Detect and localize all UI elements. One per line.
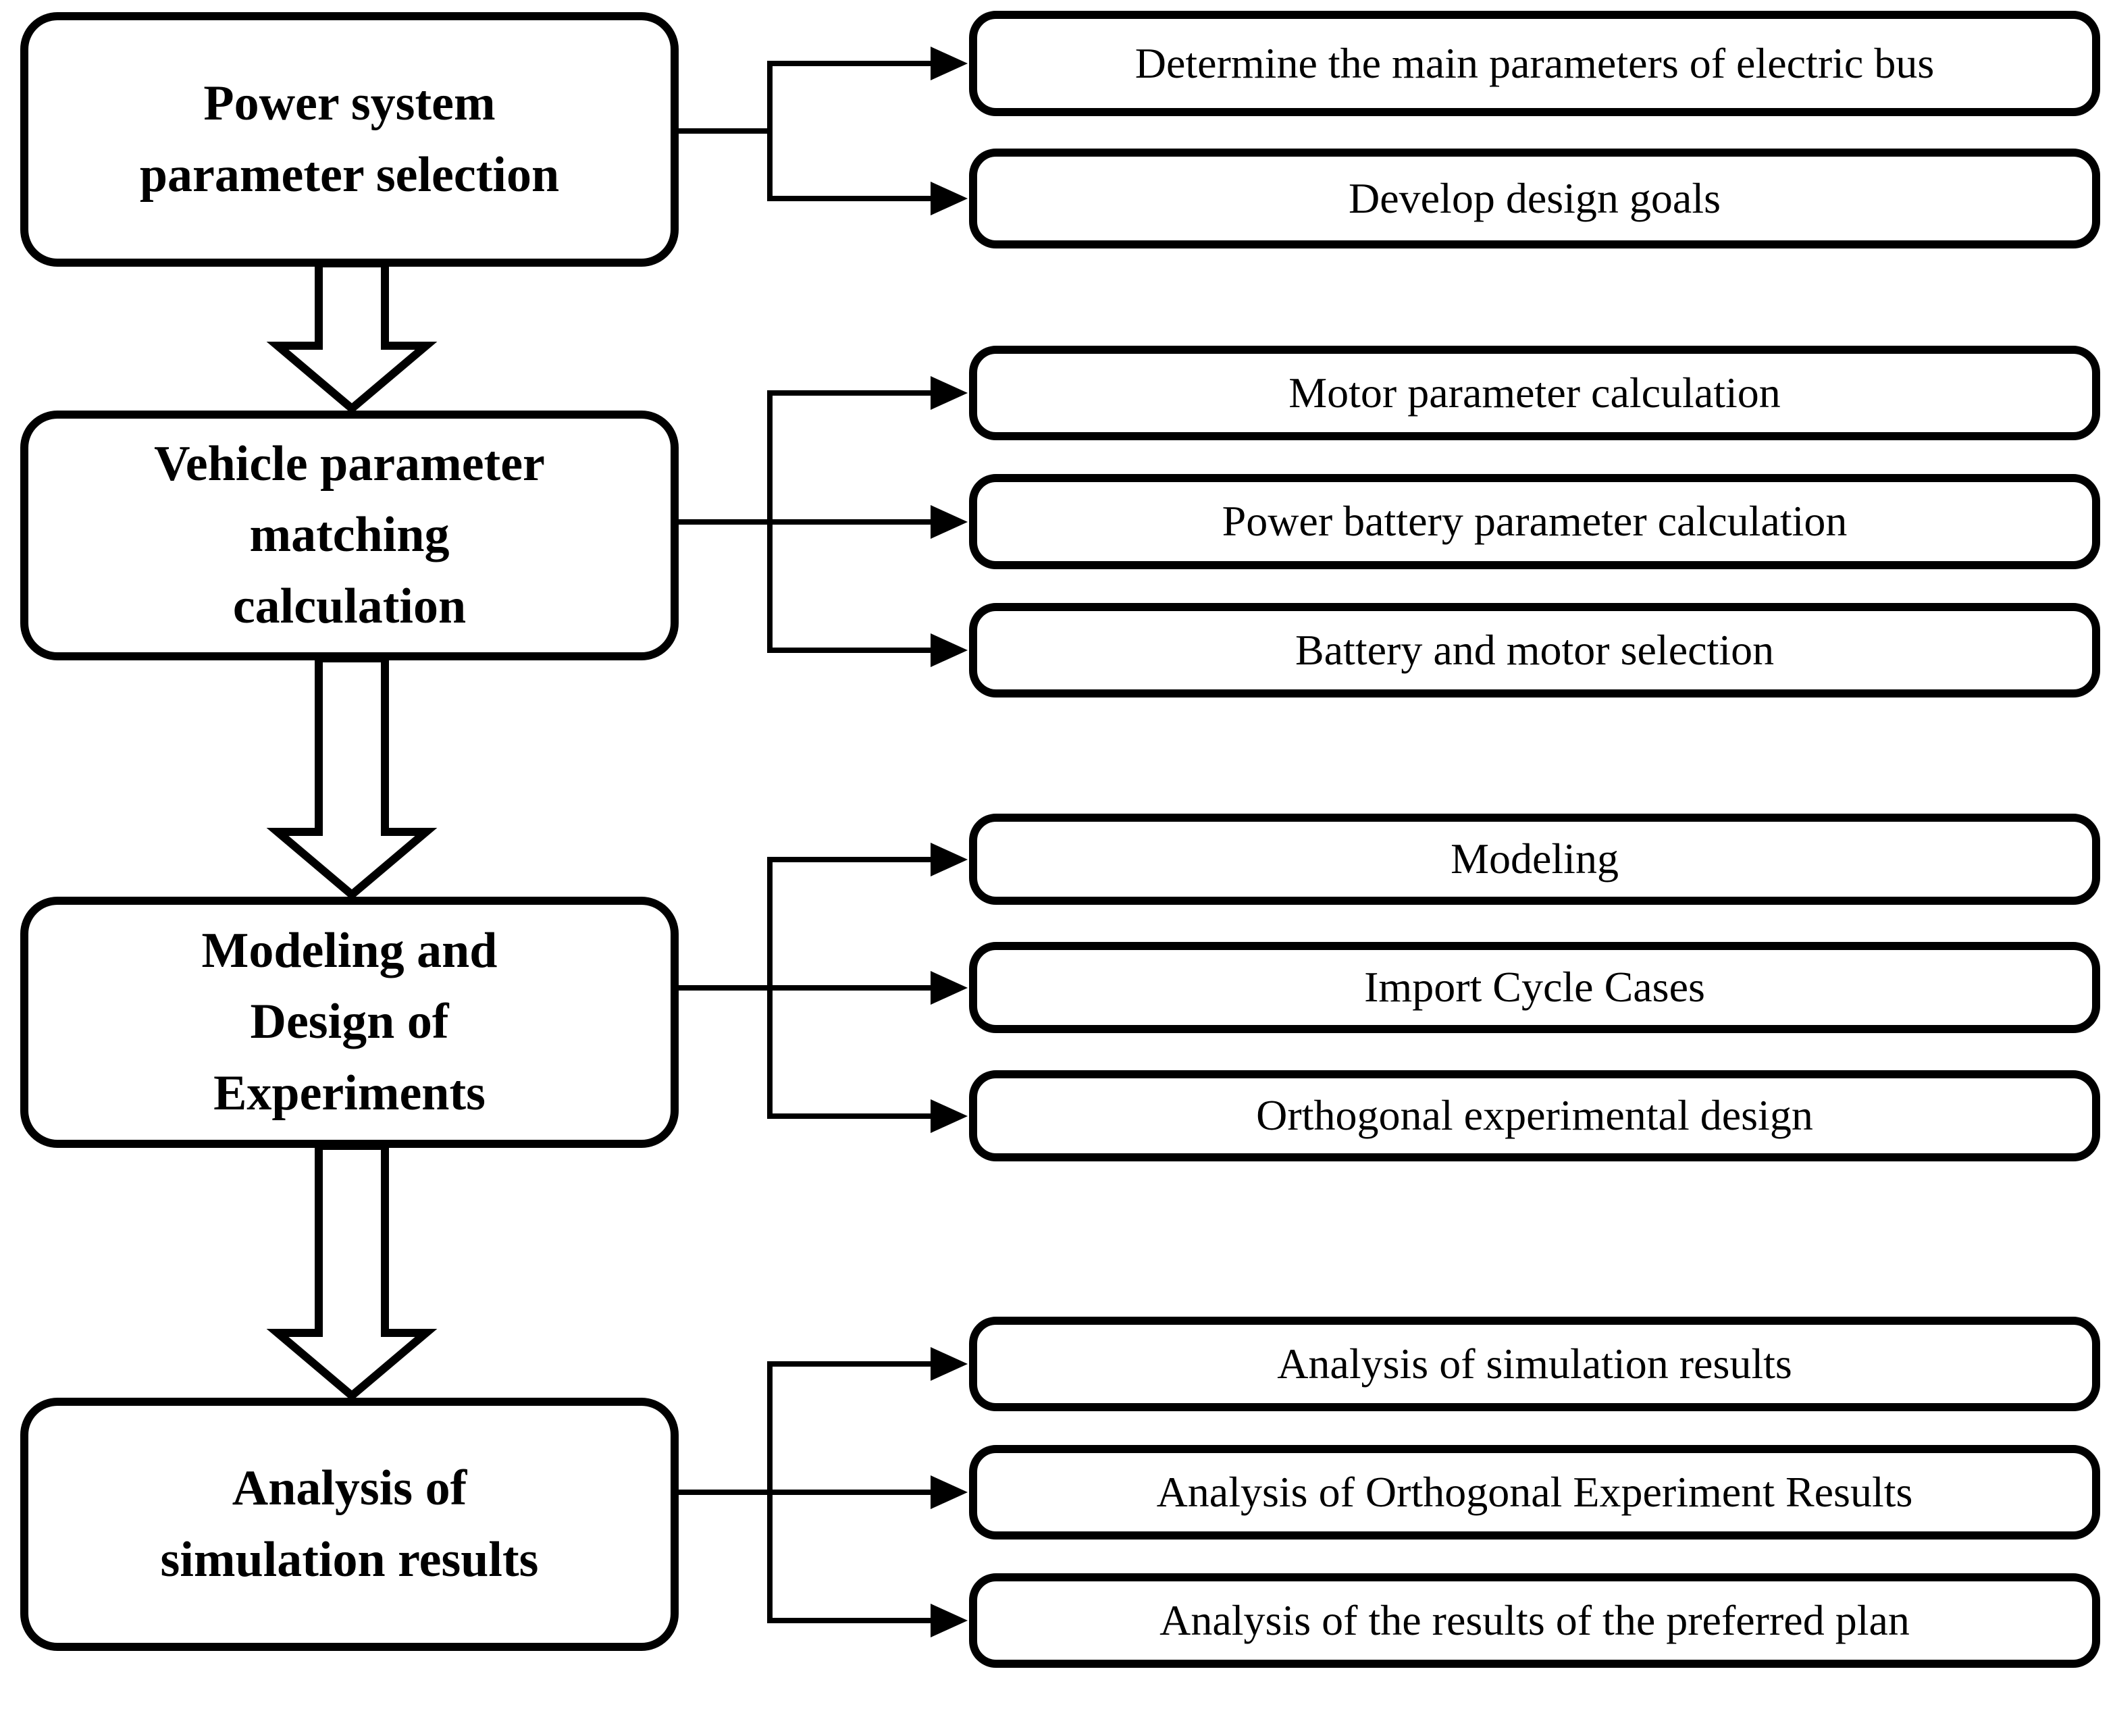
detail-label: Import Cycle Cases xyxy=(1364,963,1705,1011)
down-arrow-icon xyxy=(266,654,438,900)
detail-label: Orthogonal experimental design xyxy=(1256,1091,1813,1140)
detail-box-analysis-of-orthogonal-experiment-results: Analysis of Orthogonal Experiment Result… xyxy=(969,1445,2100,1540)
stage-box-modeling-and-design-of-experiments: Modeling and Design of Experiments xyxy=(20,897,679,1148)
stage-box-power-system-parameter-selection: Power system parameter selection xyxy=(20,12,679,267)
detail-label: Battery and motor selection xyxy=(1295,625,1775,674)
branch-arrowhead-icon xyxy=(931,1099,968,1133)
detail-label: Analysis of Orthogonal Experiment Result… xyxy=(1156,1467,1913,1516)
stage-label: Power system parameter selection xyxy=(139,76,560,203)
detail-label: Develop design goals xyxy=(1349,174,1721,222)
branch-arrowhead-icon xyxy=(931,47,968,80)
branch-arrowhead-icon xyxy=(931,182,968,215)
branch-arrowhead-icon xyxy=(931,1604,968,1637)
branch-arrowhead-icon xyxy=(931,633,968,667)
branch-connector-stage-2 xyxy=(676,390,938,653)
detail-box-motor-parameter-calculation: Motor parameter calculation xyxy=(969,346,2100,440)
detail-label: Determine the main parameters of electri… xyxy=(1134,38,1935,87)
detail-box-analysis-of-results-of-preferred-plan: Analysis of the results of the preferred… xyxy=(969,1573,2100,1668)
stage-label: Modeling and Design of Experiments xyxy=(201,923,498,1121)
branch-connector-stage-1 xyxy=(676,61,938,201)
detail-box-orthogonal-experimental-design: Orthogonal experimental design xyxy=(969,1070,2100,1161)
detail-label: Modeling xyxy=(1451,835,1619,883)
branch-arrowhead-icon xyxy=(931,1475,968,1509)
detail-label: Motor parameter calculation xyxy=(1288,368,1781,417)
detail-box-determine-main-parameters: Determine the main parameters of electri… xyxy=(969,11,2100,116)
stage-label: Analysis of simulation results xyxy=(160,1461,539,1587)
stage-label: Vehicle parameter matching calculation xyxy=(154,436,545,634)
branch-connector-stage-3 xyxy=(676,857,938,1119)
detail-box-develop-design-goals: Develop design goals xyxy=(969,149,2100,248)
branch-arrowhead-icon xyxy=(931,971,968,1005)
down-arrow-icon xyxy=(266,259,438,414)
branch-arrowhead-icon xyxy=(931,1347,968,1381)
detail-box-power-battery-parameter-calculation: Power battery parameter calculation xyxy=(969,474,2100,569)
down-arrow-icon xyxy=(266,1142,438,1401)
branch-connector-stage-4 xyxy=(676,1361,938,1623)
detail-box-modeling: Modeling xyxy=(969,814,2100,905)
detail-box-import-cycle-cases: Import Cycle Cases xyxy=(969,942,2100,1033)
detail-label: Power battery parameter calculation xyxy=(1222,497,1848,546)
branch-arrowhead-icon xyxy=(931,843,968,876)
detail-box-battery-and-motor-selection: Battery and motor selection xyxy=(969,603,2100,698)
branch-arrowhead-icon xyxy=(931,505,968,539)
stage-box-vehicle-parameter-matching-calculation: Vehicle parameter matching calculation xyxy=(20,411,679,660)
stage-box-analysis-of-simulation-results: Analysis of simulation results xyxy=(20,1398,679,1651)
branch-arrowhead-icon xyxy=(931,376,968,410)
detail-box-analysis-of-simulation-results: Analysis of simulation results xyxy=(969,1317,2100,1411)
detail-label: Analysis of the results of the preferred… xyxy=(1159,1596,1910,1644)
detail-label: Analysis of simulation results xyxy=(1277,1339,1792,1388)
